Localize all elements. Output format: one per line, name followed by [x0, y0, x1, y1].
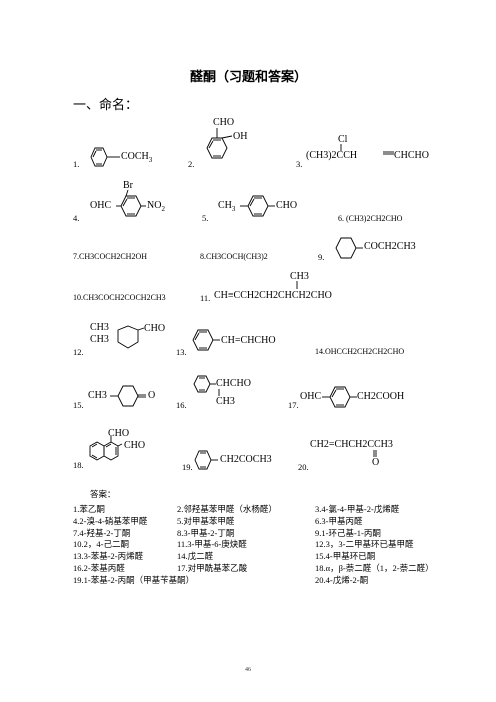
- structure-4-ring: [116, 189, 146, 217]
- structure-13-ring: [192, 329, 220, 351]
- structure-14-formula: 14.OHCCH2CH2CH2CHO: [315, 347, 405, 356]
- answer-cell: 7.4-羟基-2-丁酮: [73, 527, 131, 538]
- item-number-12: 12.: [73, 347, 84, 357]
- item-number-13: 13.: [176, 347, 187, 357]
- item-number-1: 1.: [73, 159, 80, 169]
- structure-5-cho: CHO: [276, 200, 298, 211]
- structure-19-ring: [194, 450, 218, 470]
- structure-4-br: Br: [123, 180, 133, 191]
- answer-row: 1.苯乙酮 2.邻羟基苯甲醛（水杨醛） 3.4-氯-4-甲基-2-戊烯醛: [73, 503, 473, 515]
- item-number-11: 11.: [200, 293, 211, 303]
- answer-row: 19.1-苯基-2-丙酮（甲基苄基酮） 20.4-戊烯-2-酮: [73, 574, 473, 586]
- structure-3-formula: (CH3)2CCH: [306, 150, 358, 161]
- answer-cell: 6.3-甲基丙醛: [315, 515, 363, 526]
- structure-8-formula: 8.CH3COCH(CH3)2: [200, 252, 268, 261]
- answer-cell: 1.苯乙酮: [73, 504, 105, 514]
- answer-cell: 19.1-苯基-2-丙酮（甲基苄基酮）: [73, 574, 195, 585]
- answer-cell: 2.邻羟基苯甲醛（水杨醛）: [177, 504, 277, 514]
- structure-3-chcho: CHCHO: [394, 150, 430, 161]
- structure-18-cho-1: CHO: [108, 428, 130, 439]
- structure-18-naphthalene: [89, 436, 123, 461]
- structure-17-ohc: OHC: [300, 391, 322, 402]
- answer-cell: 12.3，3-二甲基环已基甲醛: [315, 539, 414, 550]
- structure-10-formula: 10.CH3COCH2COCH2CH3: [73, 293, 166, 302]
- answer-cell: 9.1-环己基-1-丙酮: [315, 527, 381, 538]
- structure-15-o: O: [148, 390, 156, 401]
- structure-2-salicylaldehyde: [206, 128, 233, 159]
- answer-cell: 14.戊二醛: [177, 551, 214, 562]
- structure-13-label: CH=CHCHO: [221, 335, 276, 346]
- answer-row: 16.2-苯基丙醛 17.对甲酰基苯乙酸 18.α，β-萘二醛（1，2-萘二醛）: [73, 562, 473, 574]
- structure-2-cho: CHO: [213, 117, 235, 128]
- structure-1-label: COCH3: [121, 151, 153, 164]
- structure-1-acetophenone: [90, 147, 120, 167]
- answer-cell: 20.4-戊烯-2-酮: [315, 574, 369, 585]
- structure-20-o: O: [372, 457, 380, 468]
- structure-3-cl: Cl: [338, 134, 348, 145]
- item-number-20: 20.: [298, 462, 309, 472]
- structure-12-cho: CHO: [144, 323, 166, 334]
- answer-row: 4.2-溴-4-硝基苯甲醛 5.对甲基苯甲醛 6.3-甲基丙醛: [73, 515, 473, 527]
- item-number-17: 17.: [288, 400, 299, 410]
- page-number: 46: [245, 667, 251, 673]
- structure-11-ch3: CH3: [290, 271, 309, 282]
- item-number-5: 5.: [202, 213, 209, 223]
- structure-5-ring: [240, 195, 275, 217]
- item-number-16: 16.: [176, 400, 187, 410]
- answer-cell: 17.对甲酰基苯乙酸: [177, 562, 248, 573]
- item-number-2: 2.: [188, 159, 195, 169]
- structure-2-oh: OH: [233, 131, 248, 142]
- structure-20-carbonyl-bond: [373, 450, 377, 457]
- structure-12-ring: [117, 325, 145, 349]
- structure-16-ch3: CH3: [216, 396, 235, 407]
- structure-18-cho-2: CHO: [124, 440, 146, 451]
- structure-9-label: COCH2CH3: [364, 241, 416, 252]
- item-number-4: 4.: [73, 213, 80, 223]
- structure-3-bonds: [340, 144, 394, 155]
- answer-cell: 11.3-甲基-6-庚炔醛: [177, 539, 247, 550]
- answers-heading: 答案：: [90, 489, 116, 499]
- structure-6-formula: 6. (CH3)2CH2CHO: [338, 214, 403, 223]
- structure-15-ring: [110, 385, 146, 407]
- structure-7-formula: 7.CH3COCH2CH2OH: [73, 252, 148, 261]
- structure-4-ohc: OHC: [90, 200, 112, 211]
- answer-cell: 5.对甲基苯甲醛: [177, 515, 235, 526]
- structure-17-ring: [322, 386, 357, 408]
- answer-cell: 13.3-苯基-2-丙烯醛: [73, 551, 144, 562]
- answer-cell: 4.2-溴-4-硝基苯甲醛: [73, 515, 148, 526]
- answer-row: 7.4-羟基-2-丁酮 8.3-甲基-2-丁酮 9.1-环己基-1-丙酮: [73, 527, 473, 539]
- answer-cell: 10.2，4-己二酮: [73, 539, 129, 550]
- answer-row: 10.2，4-己二酮 11.3-甲基-6-庚炔醛 12.3，3-二甲基环已基甲醛: [73, 538, 473, 550]
- item-number-9: 9.: [318, 252, 325, 262]
- structure-19-label: CH2COCH3: [220, 454, 272, 465]
- item-number-15: 15.: [73, 400, 84, 410]
- item-number-19: 19.: [182, 462, 193, 472]
- item-number-18: 18.: [73, 460, 84, 470]
- structure-16-ring: [193, 375, 220, 396]
- structure-20-formula: CH2=CHCH2CCH3: [310, 439, 393, 450]
- structure-11-formula: CH≡CCH2CH2CHCH2CHO: [214, 290, 332, 301]
- section-heading: 一、命名：: [73, 98, 139, 113]
- structure-11-branch: [296, 281, 298, 289]
- structure-9-cyclohexane: [335, 237, 363, 259]
- answer-cell: 8.3-甲基-2-丁酮: [177, 527, 235, 538]
- structure-5-ch3: CH3: [218, 200, 236, 213]
- structure-16-chcho: CHCHO: [216, 378, 252, 389]
- answer-cell: 16.2-苯基丙醛: [73, 562, 125, 573]
- structure-17-ch2cooh: CH2COOH: [357, 391, 405, 402]
- answer-cell: 18.α，β-萘二醛（1，2-萘二醛）: [315, 562, 434, 573]
- answer-cell: 15.4-甲基环已酮: [315, 551, 376, 562]
- structure-4-no2: NO2: [147, 200, 165, 213]
- structure-12-ch3-a: CH3: [90, 322, 109, 333]
- page-title: 醛酮（习题和答案）: [190, 70, 308, 85]
- structure-12-ch3-b: CH3: [90, 334, 109, 345]
- answer-cell: 3.4-氯-4-甲基-2-戊烯醛: [315, 504, 400, 514]
- item-number-3: 3.: [296, 159, 303, 169]
- structure-15-ch3: CH3: [88, 390, 107, 401]
- answer-row: 13.3-苯基-2-丙烯醛 14.戊二醛 15.4-甲基环已酮: [73, 550, 473, 562]
